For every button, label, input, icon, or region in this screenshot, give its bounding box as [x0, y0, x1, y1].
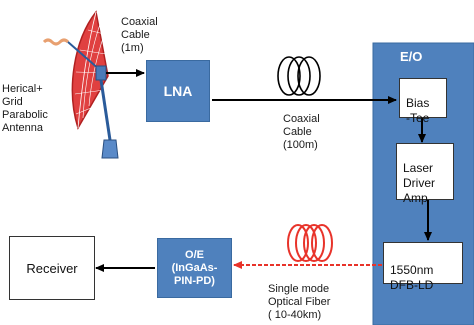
antenna-label: Herical+ Grid Parabolic Antenna [2, 83, 48, 134]
laser-driver-label: Laser Driver Amp [403, 161, 435, 205]
laser-driver-box: Laser Driver Amp [396, 143, 454, 205]
short-cable-label: Coaxial Cable (1m) [121, 16, 158, 54]
dfb-ld-label: 1550nm DFB-LD [390, 263, 434, 292]
bias-tee-label: Bias -Tee [406, 96, 430, 125]
fiber-coil [287, 224, 333, 262]
oe-box: O/E (InGaAs- PIN-PD) [157, 238, 232, 298]
bias-tee-box: Bias -Tee [399, 78, 447, 125]
coax-coil [277, 56, 321, 96]
fiber-label: Single mode Optical Fiber ( 10-40km) [268, 283, 331, 321]
lna-box: LNA [146, 60, 210, 122]
eo-title: E/O [400, 49, 423, 64]
antenna-dish [42, 10, 109, 130]
dfb-ld-box: 1550nm DFB-LD [383, 242, 463, 292]
antenna-mast [95, 65, 119, 159]
long-cable-label: Coaxial Cable (100m) [283, 113, 320, 151]
receiver-box: Receiver [9, 236, 95, 300]
oe-label: O/E (InGaAs- PIN-PD) [171, 248, 218, 287]
receiver-label: Receiver [26, 260, 78, 276]
lna-label: LNA [163, 83, 193, 99]
